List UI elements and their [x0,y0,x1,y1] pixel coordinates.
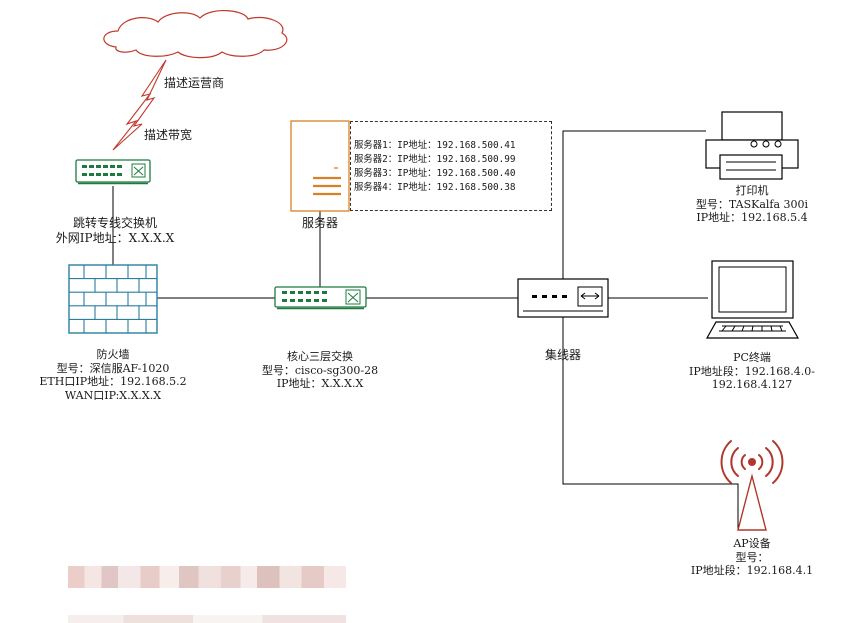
printer-name: 打印机 [735,184,769,197]
core-switch-label: 核心三层交换 型号：cisco-sg300-28 IP地址：X.X.X.X [240,350,400,391]
server-info-box: 服务器1：IP地址：192.168.500.41 服务器2：IP地址：192.1… [350,121,552,211]
server-label: 服务器 [301,216,338,230]
server-entry-4: 服务器4：IP地址：192.168.500.38 [354,182,516,193]
printer-label: 打印机 型号：TASKalfa 300i IP地址：192.168.5.4 [672,184,832,225]
edge-switch-ip: 外网IP地址：X.X.X.X [55,231,175,245]
pc-label: PC终端 IP地址段：192.168.4.0- 192.168.4.127 [672,351,832,392]
server-entry-2: 服务器2：IP地址：192.168.500.99 [354,154,516,165]
link-hub-ap [562,317,739,530]
edge-switch-name: 跳转专线交换机 [72,216,157,230]
server-entry-3: 服务器3：IP地址：192.168.500.40 [354,168,516,179]
connection-lines [112,130,739,530]
pc-ip-range-start: IP地址段：192.168.4.0- [689,364,815,378]
ap-model: 型号： [735,550,769,564]
hub-icon [517,278,609,318]
server-entry-1: 服务器1：IP地址：192.168.500.41 [354,140,516,151]
firewall-icon [68,264,158,334]
redacted-watermark-lower [68,615,346,623]
redacted-watermark [68,566,346,588]
isp-label: 描述运营商 [164,76,225,90]
hub-label: 集线器 [544,348,581,362]
ap-ip-range: IP地址段：192.168.4.1 [690,564,814,577]
firewall-model: 型号：深信服AF-1020 [56,361,170,375]
ap-antenna-icon [720,440,784,531]
firewall-eth-ip: ETH口IP地址：192.168.5.2 [39,375,187,388]
ap-name: AP设备 [733,537,771,550]
link-hub-printer [562,130,706,279]
printer-ip: IP地址：192.168.5.4 [696,211,808,224]
firewall-label: 防火墙 型号：深信服AF-1020 ETH口IP地址：192.168.5.2 W… [23,348,203,402]
lightning-link-icon [112,59,167,151]
pc-icon [705,260,800,339]
edge-switch-icon [75,159,151,185]
core-switch-name: 核心三层交换 [287,350,353,363]
pc-ip-range-end: 192.168.4.127 [711,378,793,391]
bandwidth-label: 描述带宽 [144,128,193,142]
cloud-icon [103,10,288,59]
printer-icon [705,111,799,180]
firewall-name: 防火墙 [96,348,130,361]
pc-name: PC终端 [733,351,771,364]
core-switch-model: 型号：cisco-sg300-28 [261,363,379,377]
core-switch-ip: IP地址：X.X.X.X [276,377,364,390]
ap-label: AP设备 型号： IP地址段：192.168.4.1 [672,537,832,578]
printer-model: 型号：TASKalfa 300i [695,197,809,211]
server-icon [290,120,350,212]
core-switch-icon [274,286,367,310]
edge-switch-label: 跳转专线交换机 外网IP地址：X.X.X.X [38,216,192,246]
firewall-wan-ip: WAN口IP:X.X.X.X [64,388,162,402]
